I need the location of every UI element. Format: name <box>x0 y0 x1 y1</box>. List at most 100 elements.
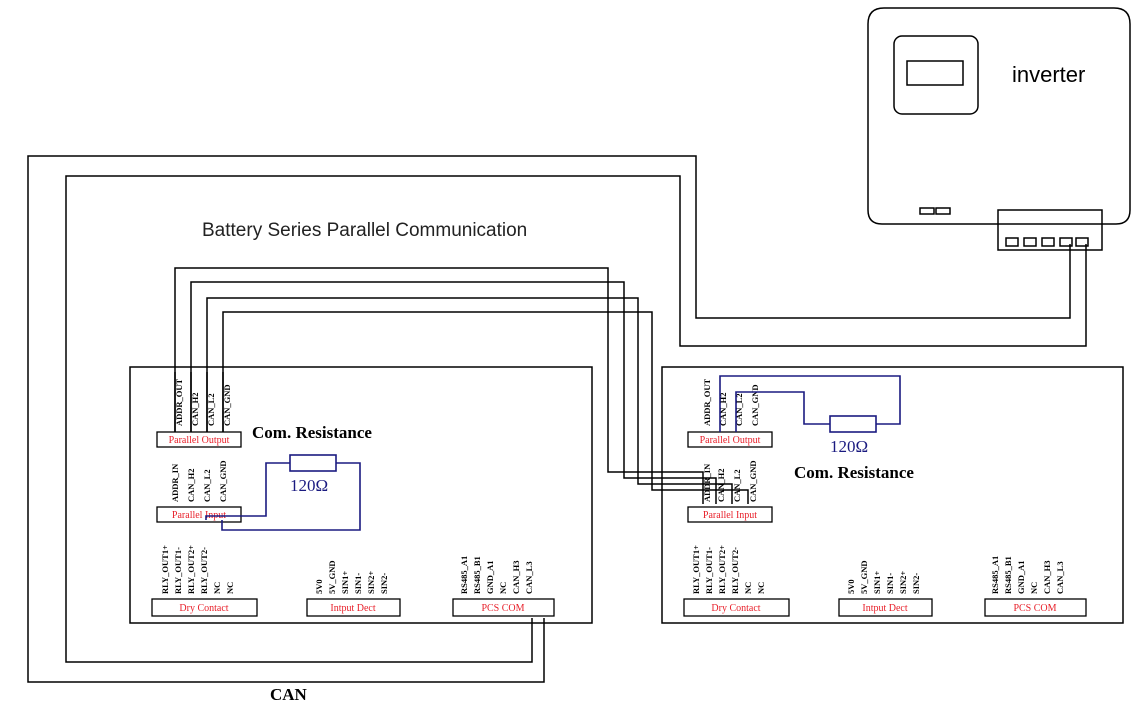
pin-label: NC <box>756 582 766 594</box>
resistor-symbol <box>289 454 337 472</box>
pin-label: NC <box>743 582 753 594</box>
dry-contact-connector <box>151 598 258 617</box>
can-wire-outer <box>27 155 1071 683</box>
parallel-input-connector <box>156 506 242 523</box>
pin-label: CAN_GND <box>748 460 758 502</box>
parallel-output-connector <box>687 431 773 448</box>
pin-label: CAN_L3 <box>524 561 534 594</box>
pin-label: 5V0 <box>314 579 324 594</box>
input-dect-label: Intput Dect <box>862 603 907 614</box>
resistor-value: 120Ω <box>290 476 328 495</box>
dry-contact-label: Dry Contact <box>711 603 760 614</box>
inverter: inverter <box>867 7 1131 251</box>
pin-label: GND_A1 <box>1016 560 1026 594</box>
pin-label: ADDR_OUT <box>702 378 712 426</box>
battery-unit-1: ADDR_OUT CAN_H2 CAN_L2 CAN_GND Parallel … <box>129 366 593 624</box>
resistor-wire <box>719 375 901 432</box>
dry-contact-label: Dry Contact <box>179 603 228 614</box>
inverter-body <box>867 7 1131 225</box>
pin-label: CAN_H3 <box>511 560 521 594</box>
pin-label: SIN2- <box>379 573 389 594</box>
input-dect-connector <box>306 598 401 617</box>
pin-label: CAN_H2 <box>190 392 200 426</box>
pcs-com-label: PCS COM <box>481 603 524 614</box>
dry-contact-pins: RLY_OUT1+ RLY_OUT1- RLY_OUT2+ RLY_OUT2- … <box>160 545 235 594</box>
pin-label: SIN2- <box>911 573 921 594</box>
pcs-com-connector <box>452 598 555 617</box>
pin-label: ADDR_IN <box>702 463 712 502</box>
pin-label: RLY_OUT1- <box>704 547 714 594</box>
pin-label: CAN_GND <box>750 384 760 426</box>
pcs-com-pins: RS485_A1 RS485_B1 GND_A1 NC CAN_H3 CAN_L… <box>990 556 1065 594</box>
pin-label: SIN1+ <box>872 571 882 594</box>
input-dect-pins: 5V0 5V_GND SIN1+ SIN1- SIN2+ SIN2- <box>846 560 921 594</box>
pin-label: SIN1- <box>353 573 363 594</box>
inverter-terminal <box>1023 237 1037 247</box>
pin-label: RLY_OUT2- <box>730 547 740 594</box>
battery-unit-frame <box>661 366 1124 624</box>
pin-label: RLY_OUT2+ <box>186 545 196 594</box>
pin-label: RLY_OUT1+ <box>160 545 170 594</box>
inverter-terminal <box>1075 237 1089 247</box>
pin-label: RS485_A1 <box>459 556 469 594</box>
pcs-com-label: PCS COM <box>1013 603 1056 614</box>
pin-label: NC <box>225 582 235 594</box>
pin-label: CAN_GND <box>222 384 232 426</box>
parallel-input-label: Parallel Input <box>703 510 757 521</box>
pin-label: NC <box>212 582 222 594</box>
pin-label: CAN_L3 <box>1055 561 1065 594</box>
pin-label: CAN_H2 <box>186 468 196 502</box>
parallel-wire-canh <box>190 281 717 504</box>
pin-label: 5V_GND <box>859 560 869 594</box>
input-dect-connector <box>838 598 933 617</box>
parallel-input-pins: ADDR_IN CAN_H2 CAN_L2 CAN_GND <box>702 460 758 502</box>
pin-label: CAN_H3 <box>1042 560 1052 594</box>
com-resistance-title: Com. Resistance <box>252 423 372 442</box>
parallel-output-label: Parallel Output <box>169 435 230 446</box>
pin-label: NC <box>498 582 508 594</box>
pin-label: RLY_OUT2- <box>199 547 209 594</box>
input-dect-pins: 5V0 5V_GND SIN1+ SIN1- SIN2+ SIN2- <box>314 560 389 594</box>
resistor-wire <box>205 462 290 520</box>
resistor-symbol <box>829 415 877 433</box>
pcs-com-connector <box>984 598 1087 617</box>
inverter-terminal <box>1005 237 1019 247</box>
pin-label: SIN2+ <box>366 571 376 594</box>
parallel-output-pins: ADDR_OUT CAN_H2 CAN_L2 CAN_GND <box>174 372 232 432</box>
dry-contact-connector <box>683 598 790 617</box>
battery-unit-frame <box>129 366 593 624</box>
inverter-label: inverter <box>1012 62 1085 87</box>
pin-label: CAN_H2 <box>718 392 728 426</box>
pin-label: CAN_GND <box>218 460 228 502</box>
resistor-wire <box>735 391 830 432</box>
pin-label: ADDR_IN <box>170 463 180 502</box>
inverter-screen <box>906 60 964 86</box>
pin-label: NC <box>1029 582 1039 594</box>
pin-label: CAN_L2 <box>734 393 744 426</box>
parallel-output-label: Parallel Output <box>700 435 761 446</box>
pin-label: ADDR_OUT <box>174 378 184 426</box>
can-bus-label: CAN <box>270 685 308 704</box>
parallel-output-connector <box>156 431 242 448</box>
pcs-com-pins: RS485_A1 RS485_B1 GND_A1 NC CAN_H3 CAN_L… <box>459 556 534 594</box>
pin-label: CAN_L2 <box>202 469 212 502</box>
battery-unit-2: ADDR_OUT CAN_H2 CAN_L2 CAN_GND Parallel … <box>661 366 1124 624</box>
pin-label: SIN1+ <box>340 571 350 594</box>
parallel-wire-canl <box>206 297 733 504</box>
diagram-title: Battery Series Parallel Communication <box>202 220 527 241</box>
inverter-terminal <box>1041 237 1055 247</box>
inverter-port-small <box>935 207 951 215</box>
resistor-wire <box>221 462 361 531</box>
parallel-input-connector <box>687 506 773 523</box>
com-resistance-title: Com. Resistance <box>794 463 914 482</box>
inverter-display-panel <box>893 35 979 115</box>
pin-label: RLY_OUT1+ <box>691 545 701 594</box>
pin-label: RS485_B1 <box>1003 556 1013 594</box>
pin-label: CAN_L2 <box>732 469 742 502</box>
pin-label: GND_A1 <box>485 560 495 594</box>
pin-label: RLY_OUT2+ <box>717 545 727 594</box>
pin-label: CAN_L2 <box>206 393 216 426</box>
parallel-input-pins: ADDR_IN CAN_H2 CAN_L2 CAN_GND <box>170 460 228 502</box>
parallel-wire-gnd <box>222 311 749 504</box>
